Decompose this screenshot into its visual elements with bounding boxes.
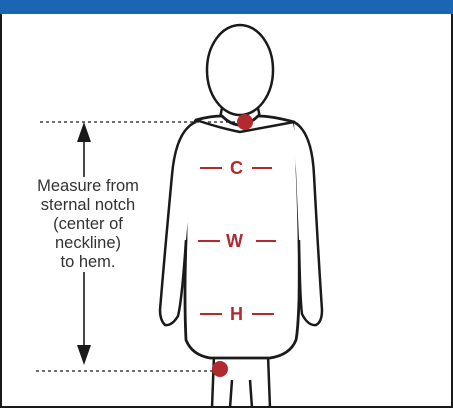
instruction-line-5: to hem. (24, 253, 152, 272)
hem-dot (212, 361, 228, 377)
measure-arrow-up-head (77, 122, 91, 142)
sternal-notch-dot (237, 114, 253, 130)
measurement-instruction: Measure from sternal notch (center of ne… (24, 177, 152, 272)
figure-head (207, 25, 273, 115)
chest-label: C (228, 158, 245, 178)
hip-label: H (228, 304, 245, 324)
instruction-line-1: Measure from (24, 177, 152, 196)
instruction-line-4: neckline) (24, 234, 152, 253)
instruction-line-3: (center of (24, 215, 152, 234)
waist-label: W (224, 231, 245, 251)
instruction-line-2: sternal notch (24, 196, 152, 215)
measure-arrow-down-head (77, 345, 91, 365)
